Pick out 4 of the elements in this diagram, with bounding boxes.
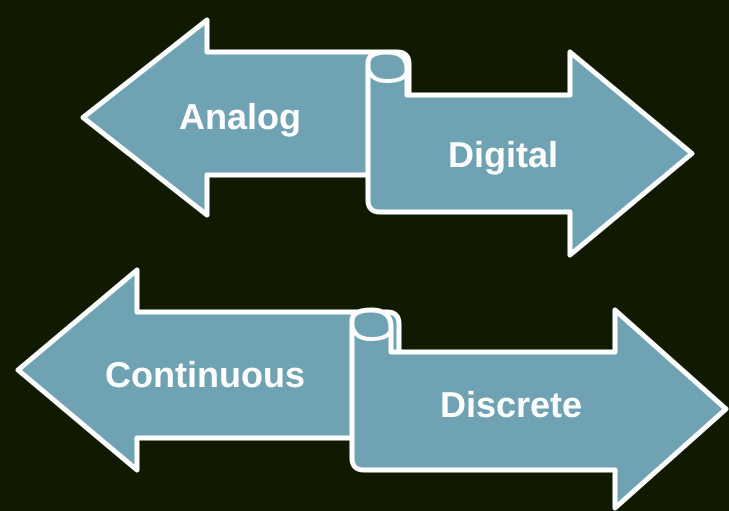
arrow-label: Analog [179, 96, 301, 138]
arrow-label: Continuous [105, 354, 305, 396]
arrow-label: Digital [448, 134, 558, 176]
arrow-label: Discrete [440, 384, 582, 426]
